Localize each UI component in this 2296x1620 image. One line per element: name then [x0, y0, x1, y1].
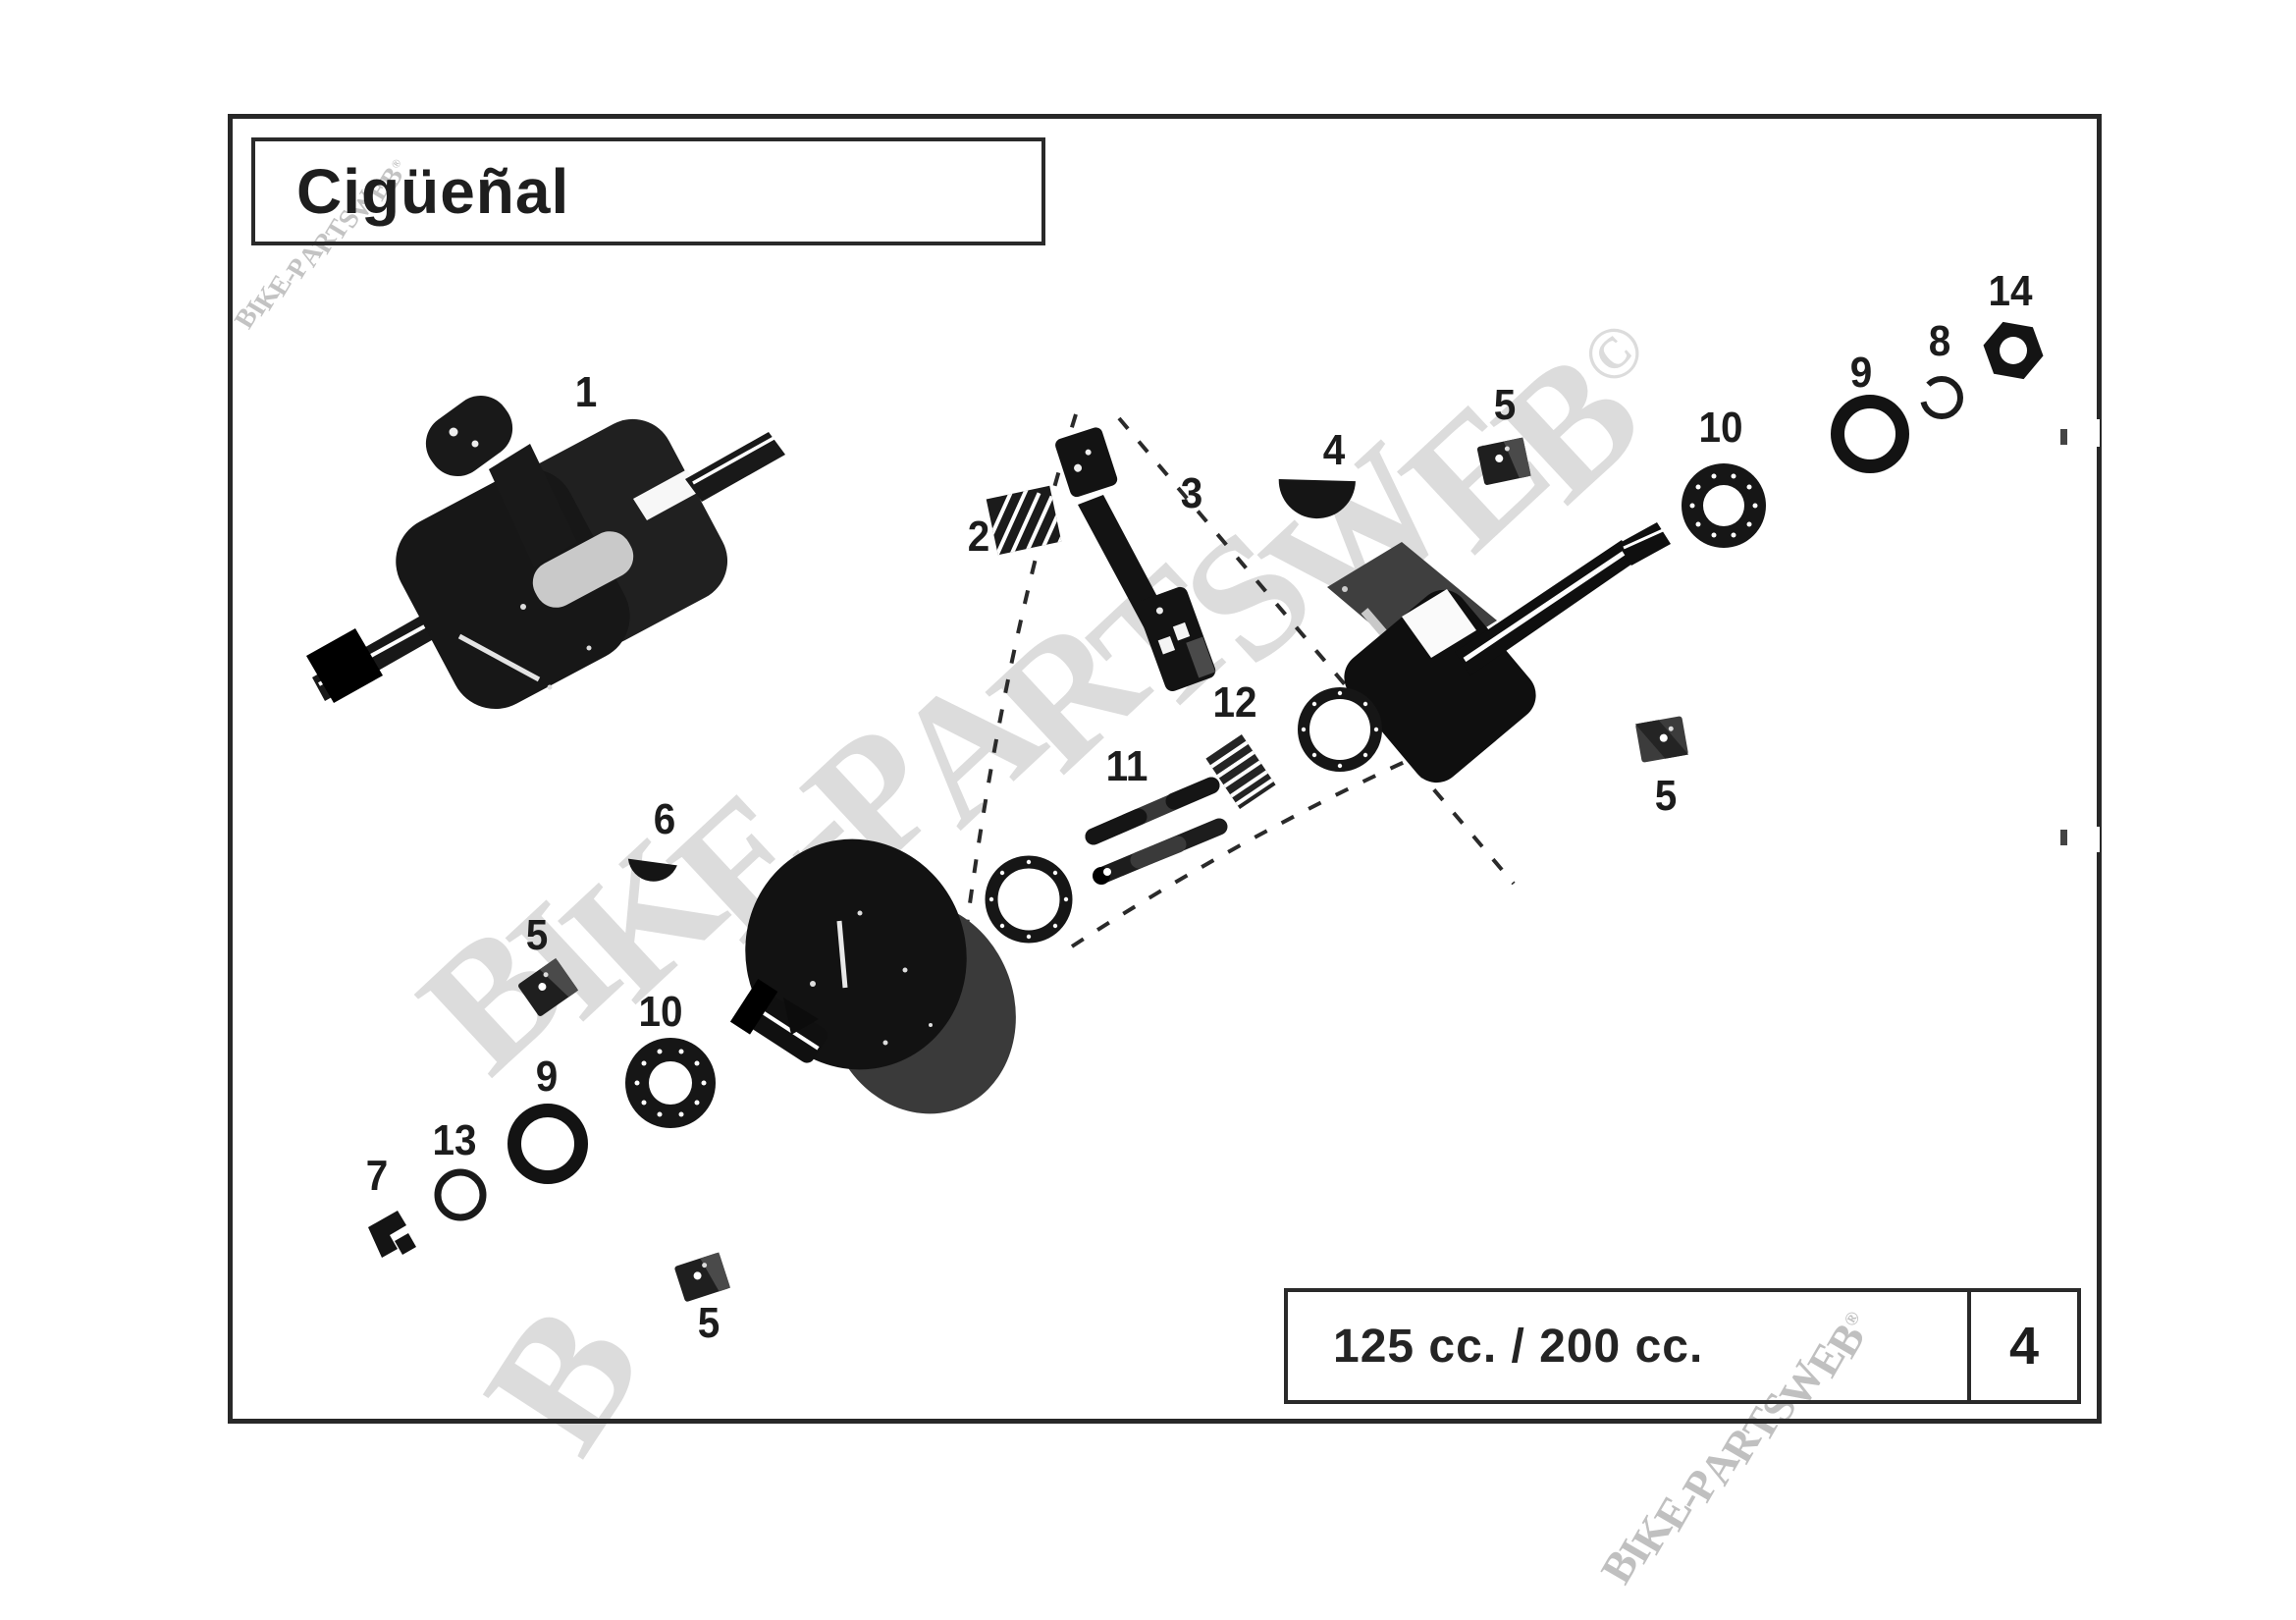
part-9-washer-left: [507, 1104, 588, 1184]
title-box: Cigüeñal: [251, 137, 1045, 245]
part-5-key-bottom: [674, 1252, 731, 1302]
part-label-12: 12: [1212, 678, 1257, 727]
part-label-9: 9: [535, 1053, 559, 1101]
part-label-9: 9: [1849, 349, 1873, 397]
part-5-key-top: [1476, 437, 1531, 485]
part-5-key-left: [518, 957, 579, 1016]
part-label-6: 6: [653, 795, 676, 843]
part-1-crankshaft-assembly: [306, 395, 785, 710]
part-label-10: 10: [638, 988, 683, 1036]
part-label-5: 5: [1654, 772, 1678, 820]
flywheel-left: [729, 838, 1016, 1114]
part-12-needle-cage: [1205, 733, 1276, 810]
part-label-11: 11: [1105, 742, 1148, 790]
part-label-2: 2: [967, 513, 990, 561]
part-label-14: 14: [1988, 267, 2033, 315]
part-label-5: 5: [525, 911, 549, 959]
part-label-3: 3: [1180, 469, 1203, 517]
part-label-13: 13: [432, 1116, 477, 1164]
part-4-woodruff-key: [1278, 478, 1356, 519]
part-7-clip: [368, 1211, 416, 1258]
page-number-box: 4: [1967, 1288, 2081, 1404]
part-label-8: 8: [1928, 317, 1951, 365]
part-label-7: 7: [365, 1152, 389, 1200]
page-number: 4: [2008, 1317, 2040, 1376]
page-title: Cigüeñal: [296, 156, 570, 227]
part-label-5: 5: [1493, 381, 1517, 429]
dashed-guide-lines: [964, 413, 1516, 948]
part-10-bearing-right: [1682, 463, 1766, 548]
part-label-5: 5: [697, 1299, 721, 1347]
part-label-10: 10: [1698, 404, 1743, 452]
part-label-4: 4: [1322, 426, 1346, 474]
part-6-woodruff-key: [627, 858, 677, 882]
part-9-washer-right: [1831, 395, 1909, 473]
crank-half-right: [1327, 522, 1671, 783]
part-5-key-right: [1634, 716, 1689, 763]
displacement-label: 125 cc. / 200 cc.: [1333, 1320, 1704, 1373]
part-14-hex-nut: [1983, 321, 2044, 380]
ring-crank-pin-right: [1298, 687, 1382, 772]
page-frame: [228, 114, 2102, 1424]
part-3-connecting-rod: [1055, 427, 1216, 691]
part-11-crank-pins: [1085, 777, 1228, 885]
scan-marks: [2060, 419, 2100, 852]
ring-crank-pin-left: [985, 855, 1073, 944]
part-10-bearing-left: [625, 1038, 716, 1128]
part-13-ring: [434, 1168, 487, 1221]
part-label-1: 1: [574, 368, 598, 416]
